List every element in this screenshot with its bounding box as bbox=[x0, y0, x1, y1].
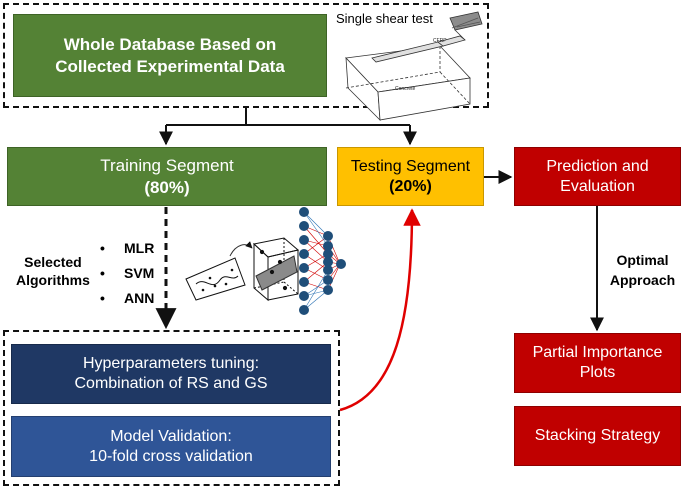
shear-test-specimen-illustration bbox=[345, 11, 483, 122]
algorithms-label-line2: Algorithms bbox=[16, 272, 90, 289]
optimal-line1: Optimal bbox=[616, 252, 669, 268]
nn-node bbox=[299, 263, 309, 273]
concrete-label: Concrete bbox=[395, 86, 416, 92]
validation-box: Model Validation: 10-fold cross validati… bbox=[11, 416, 331, 477]
validation-line2: 10-fold cross validation bbox=[89, 447, 253, 465]
database-box: Whole Database Based on Collected Experi… bbox=[13, 14, 327, 97]
algorithms-label: Selected Algorithms bbox=[16, 253, 90, 289]
nn-node bbox=[299, 235, 309, 245]
nn-node bbox=[323, 249, 333, 259]
database-line1: Whole Database Based on bbox=[63, 35, 277, 55]
nn-node bbox=[299, 291, 309, 301]
algorithm-item: •SVM bbox=[100, 265, 155, 281]
nn-node bbox=[299, 277, 309, 287]
pip-line1: Partial Importance bbox=[532, 344, 663, 361]
nn-node bbox=[323, 285, 333, 295]
nn-node bbox=[323, 257, 333, 267]
algorithms-list: •MLR •SVM •ANN bbox=[100, 236, 154, 311]
nn-node bbox=[299, 221, 309, 231]
split-connector bbox=[159, 108, 417, 146]
cfrp-label: CFRP bbox=[433, 38, 447, 44]
prediction-box: Prediction and Evaluation bbox=[514, 147, 681, 206]
optimal-approach-label: Optimal Approach bbox=[605, 250, 680, 291]
stacking-box: Stacking Strategy bbox=[514, 406, 681, 466]
nn-node bbox=[323, 275, 333, 285]
validation-to-testing-arrow bbox=[339, 208, 421, 412]
scatter-plane-illustration bbox=[185, 241, 253, 301]
partial-importance-box: Partial Importance Plots bbox=[514, 333, 681, 393]
nn-node bbox=[299, 207, 309, 217]
algorithm-item: •ANN bbox=[100, 290, 155, 306]
training-region bbox=[3, 330, 340, 486]
svm-cube-illustration bbox=[252, 237, 300, 302]
database-region bbox=[3, 3, 489, 108]
tuning-line2: Combination of RS and GS bbox=[74, 375, 268, 392]
optimal-line2: Approach bbox=[609, 272, 676, 289]
training-box: Training Segment (80%) bbox=[7, 147, 327, 206]
prediction-line2: Evaluation bbox=[560, 177, 635, 195]
pip-line2: Plots bbox=[579, 364, 616, 381]
nn-node bbox=[336, 259, 346, 269]
nn-node bbox=[299, 305, 309, 315]
neural-network-illustration bbox=[299, 207, 346, 315]
tuning-box: Hyperparameters tuning: Combination of R… bbox=[11, 344, 331, 404]
algorithm-item: •MLR bbox=[100, 240, 155, 256]
validation-line1: Model Validation: bbox=[110, 427, 232, 445]
testing-title: Testing Segment bbox=[350, 157, 471, 175]
tuning-line1: Hyperparameters tuning: bbox=[82, 355, 260, 372]
training-title: Training Segment bbox=[100, 156, 234, 176]
testing-pct: (20%) bbox=[389, 177, 432, 195]
nn-node bbox=[323, 241, 333, 251]
testing-box: Testing Segment (20%) bbox=[337, 147, 484, 206]
stacking-label: Stacking Strategy bbox=[534, 427, 661, 444]
shear-test-caption: Single shear test bbox=[336, 11, 433, 26]
prediction-line1: Prediction and bbox=[546, 157, 649, 175]
nn-node bbox=[299, 249, 309, 259]
training-pct: (80%) bbox=[144, 177, 190, 197]
nn-node bbox=[323, 231, 333, 241]
nn-node bbox=[323, 265, 333, 275]
database-line2: Collected Experimental Data bbox=[55, 56, 285, 76]
algorithms-label-line1: Selected bbox=[24, 254, 82, 270]
